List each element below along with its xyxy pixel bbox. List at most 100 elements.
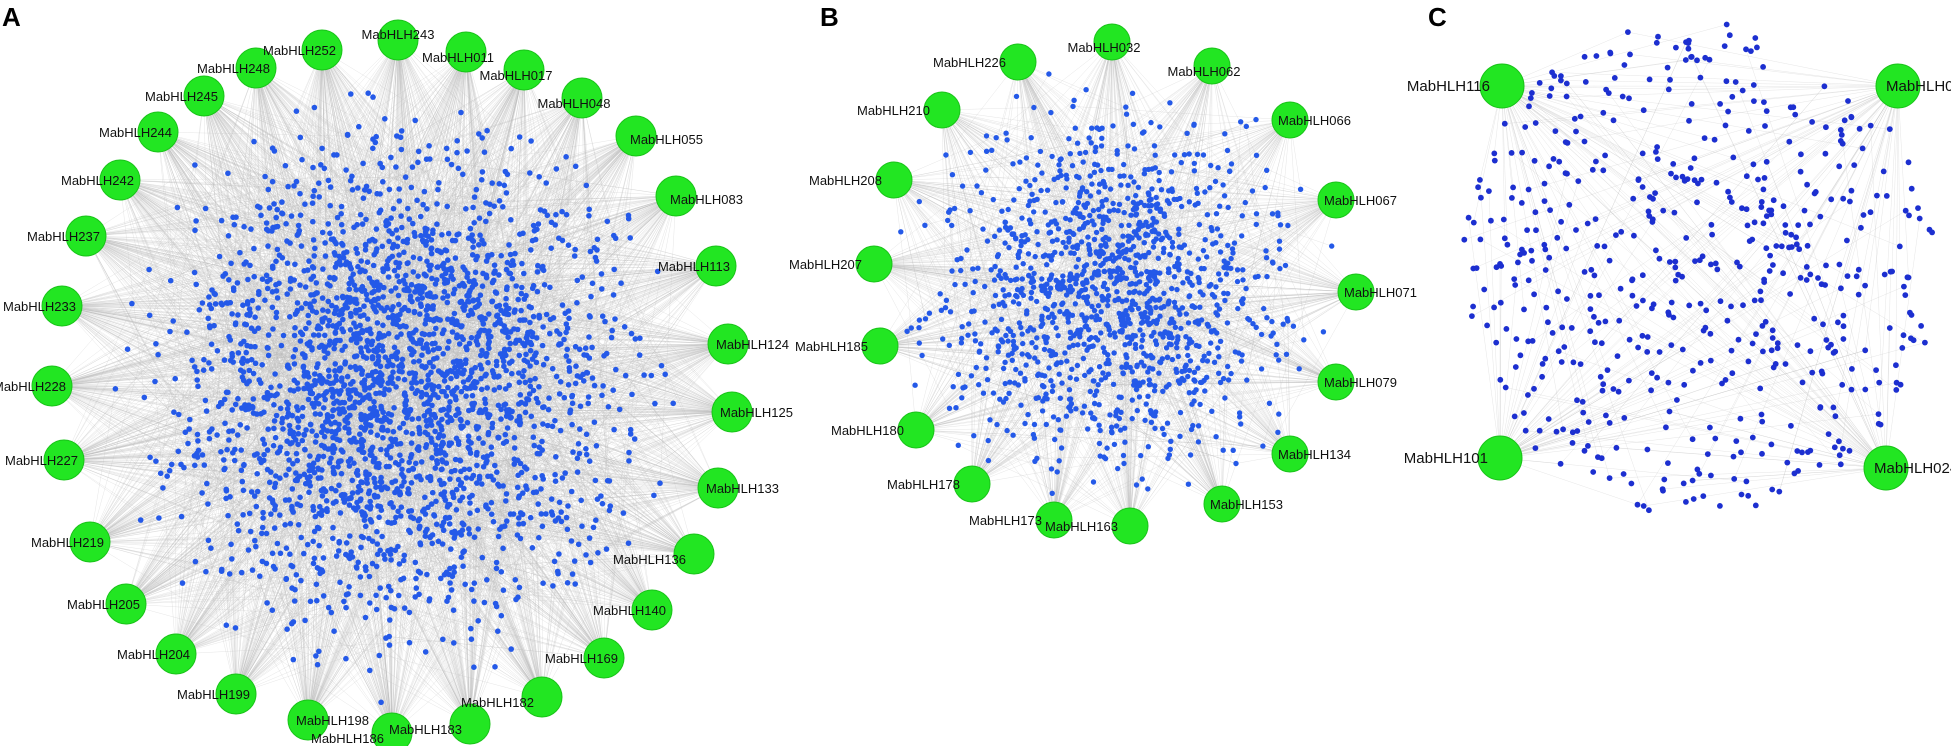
- target-node: [253, 503, 260, 510]
- target-node: [448, 272, 455, 279]
- target-node: [487, 201, 493, 208]
- target-node: [1886, 325, 1893, 331]
- target-node: [268, 392, 274, 399]
- target-node: [506, 360, 513, 366]
- target-node: [359, 287, 366, 294]
- target-node: [984, 377, 991, 383]
- target-node: [402, 174, 409, 180]
- target-node: [1559, 324, 1566, 331]
- target-node: [1242, 199, 1249, 206]
- target-node: [1573, 227, 1579, 233]
- target-node: [1004, 427, 1010, 434]
- target-node: [1750, 82, 1757, 88]
- target-node: [498, 252, 505, 259]
- target-node: [938, 307, 945, 313]
- target-node: [950, 384, 956, 390]
- target-node: [1776, 488, 1783, 495]
- target-node: [459, 527, 466, 533]
- target-node: [1587, 292, 1594, 299]
- target-node: [589, 344, 595, 351]
- target-node: [458, 334, 465, 340]
- target-node: [317, 570, 323, 577]
- target-node: [1768, 441, 1775, 448]
- target-node: [1782, 222, 1789, 228]
- target-node: [368, 341, 375, 348]
- target-node: [1195, 274, 1202, 281]
- target-node: [1129, 369, 1136, 375]
- target-node: [1054, 237, 1060, 243]
- target-node: [1700, 327, 1707, 334]
- target-node: [331, 628, 337, 634]
- target-node: [516, 584, 523, 591]
- target-node: [1199, 379, 1205, 385]
- target-node: [294, 415, 301, 422]
- target-node: [377, 585, 384, 591]
- target-node: [1195, 365, 1201, 371]
- target-node: [310, 265, 317, 271]
- target-node: [1297, 186, 1304, 192]
- target-node: [1003, 130, 1009, 136]
- target-node: [373, 226, 380, 232]
- target-node: [1730, 154, 1737, 161]
- target-node: [1552, 128, 1559, 135]
- target-node: [1729, 93, 1736, 100]
- target-node: [240, 512, 246, 518]
- target-node: [397, 491, 404, 497]
- target-node: [1146, 285, 1152, 291]
- target-node: [919, 352, 925, 359]
- target-node: [398, 128, 405, 134]
- target-node: [336, 253, 343, 260]
- target-node: [393, 164, 399, 170]
- target-node: [1057, 168, 1063, 174]
- target-node: [385, 548, 391, 554]
- target-node: [289, 440, 295, 446]
- target-node: [1008, 277, 1014, 284]
- target-node: [651, 492, 657, 499]
- target-node: [283, 472, 289, 478]
- target-node: [337, 262, 344, 268]
- target-node: [301, 550, 307, 557]
- target-node: [430, 347, 437, 353]
- target-node: [224, 446, 230, 453]
- target-node: [1844, 237, 1850, 244]
- target-node: [1245, 315, 1251, 322]
- target-node: [429, 275, 435, 282]
- target-node: [1644, 446, 1651, 453]
- target-node: [1110, 258, 1117, 264]
- target-node: [406, 508, 412, 515]
- target-node: [209, 426, 215, 432]
- target-node: [473, 452, 480, 458]
- target-node: [464, 346, 470, 353]
- target-node: [1153, 202, 1159, 208]
- target-node: [534, 269, 541, 275]
- target-node: [302, 446, 308, 453]
- target-node: [1086, 242, 1092, 248]
- target-node: [1222, 395, 1228, 401]
- target-node: [404, 239, 410, 246]
- target-node: [265, 352, 272, 359]
- target-node: [388, 557, 394, 563]
- target-node: [509, 370, 515, 377]
- target-node: [1626, 336, 1633, 343]
- target-node: [330, 524, 336, 531]
- target-node: [978, 341, 984, 347]
- target-node: [518, 307, 524, 314]
- target-node: [1206, 350, 1212, 356]
- target-node: [338, 458, 344, 464]
- target-node: [1018, 242, 1024, 249]
- target-node: [479, 347, 485, 354]
- target-node: [1054, 469, 1060, 475]
- target-node: [284, 450, 290, 457]
- target-node: [392, 547, 399, 554]
- target-node: [583, 446, 589, 452]
- target-node: [398, 504, 405, 511]
- target-node: [987, 417, 993, 423]
- target-node: [293, 470, 299, 476]
- target-node: [247, 528, 254, 535]
- hub-label: MabHLH244: [99, 125, 172, 140]
- target-node: [430, 303, 437, 309]
- target-node: [516, 134, 523, 140]
- target-node: [1592, 339, 1598, 346]
- target-node: [311, 555, 318, 562]
- target-node: [493, 603, 500, 610]
